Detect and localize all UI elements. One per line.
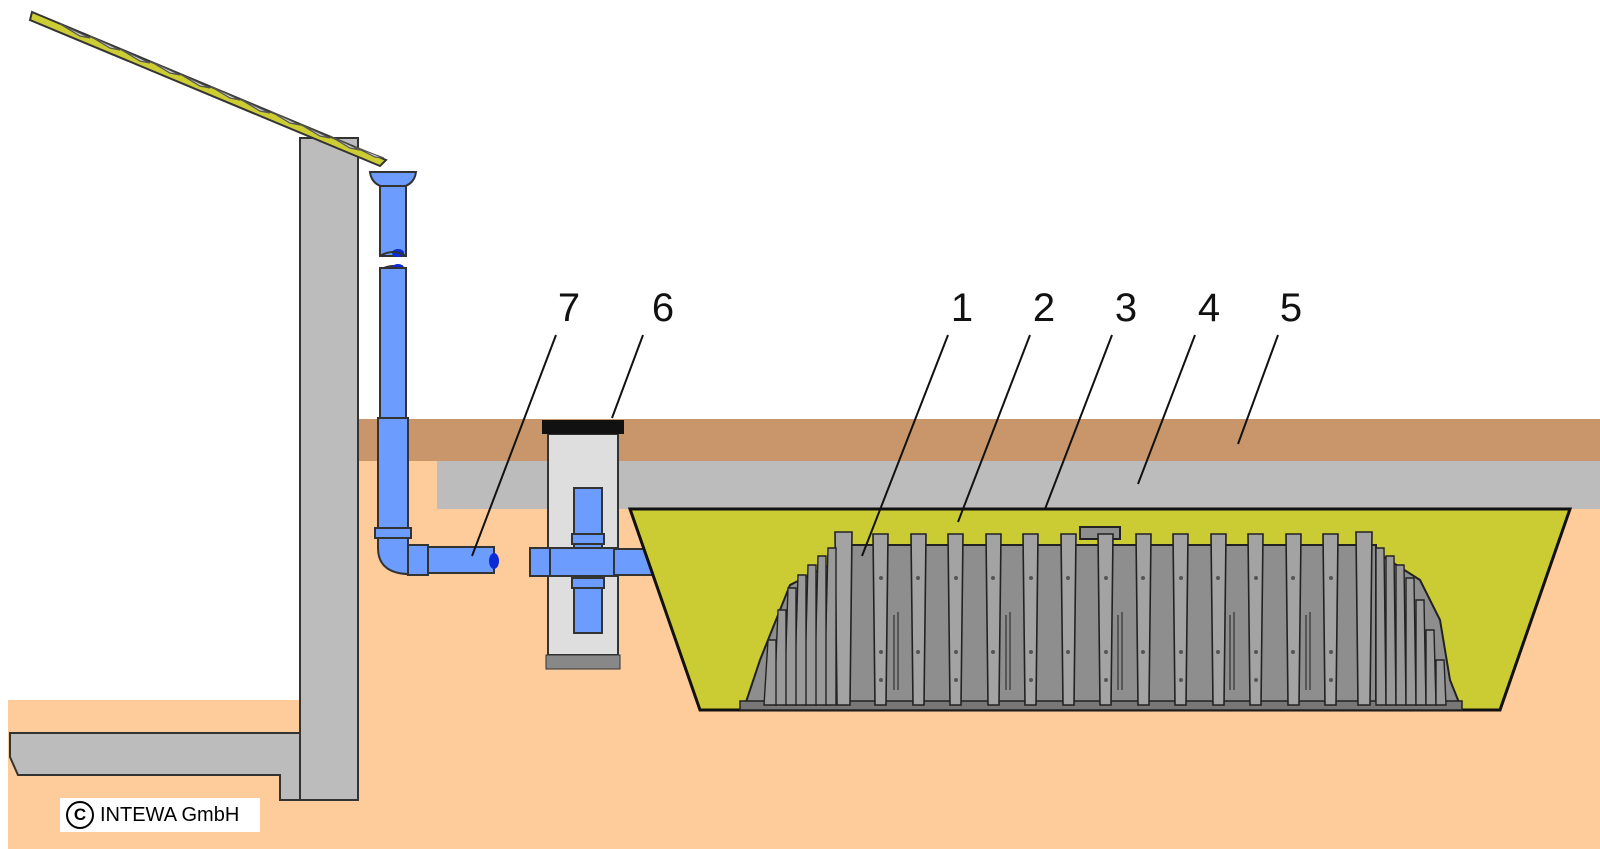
downpipe-lower [379,267,407,419]
block-right-steps [1375,547,1447,706]
callout-3: 3 [1115,286,1137,330]
leader-6 [611,334,644,419]
block-ribs [834,531,1373,706]
downpipe-upper [379,185,407,257]
callout-1: 1 [951,286,973,330]
downpipe-sleeve [377,417,409,529]
callout-5: 5 [1280,286,1302,330]
block-bolt-holes [879,576,1333,682]
callout-2: 2 [1033,286,1055,330]
callout-labels: 7 6 1 2 3 4 5 [558,286,1302,330]
elbow-coupling [407,544,429,576]
copyright-icon: C [66,801,94,829]
downpipe-elbow-outlet [427,546,495,574]
filter-tee-ring-top [571,533,605,545]
outlet-break-mark [489,553,499,569]
copyright-notice: C INTEWA GmbH [60,798,260,832]
block-slots [893,612,1311,690]
gravel-cover-layer [437,461,1600,509]
callout-leaders [471,334,1279,557]
callout-7: 7 [558,286,580,330]
filter-tee-ring-bottom [571,577,605,589]
pipe-break-line [379,251,407,257]
leader-7 [471,334,557,557]
roof-tiles [59,23,385,159]
leader-3 [1044,334,1113,510]
filter-shaft-base [545,654,621,670]
callout-6: 6 [652,286,674,330]
leader-4 [1137,334,1196,485]
leader-2 [957,334,1031,523]
leader-1 [861,334,949,557]
basement-wall [299,137,359,801]
filter-inlet-stub [529,547,551,577]
infiltration-block-module [739,526,1463,711]
callout-4: 4 [1198,286,1220,330]
copyright-text: INTEWA GmbH [100,803,240,826]
block-left-steps [763,547,837,706]
leader-5 [1237,334,1279,445]
filter-shaft-lid [542,420,624,434]
downpipe-coupling [374,527,412,539]
filter-tee-horizontal [549,547,617,577]
roof [28,10,388,168]
